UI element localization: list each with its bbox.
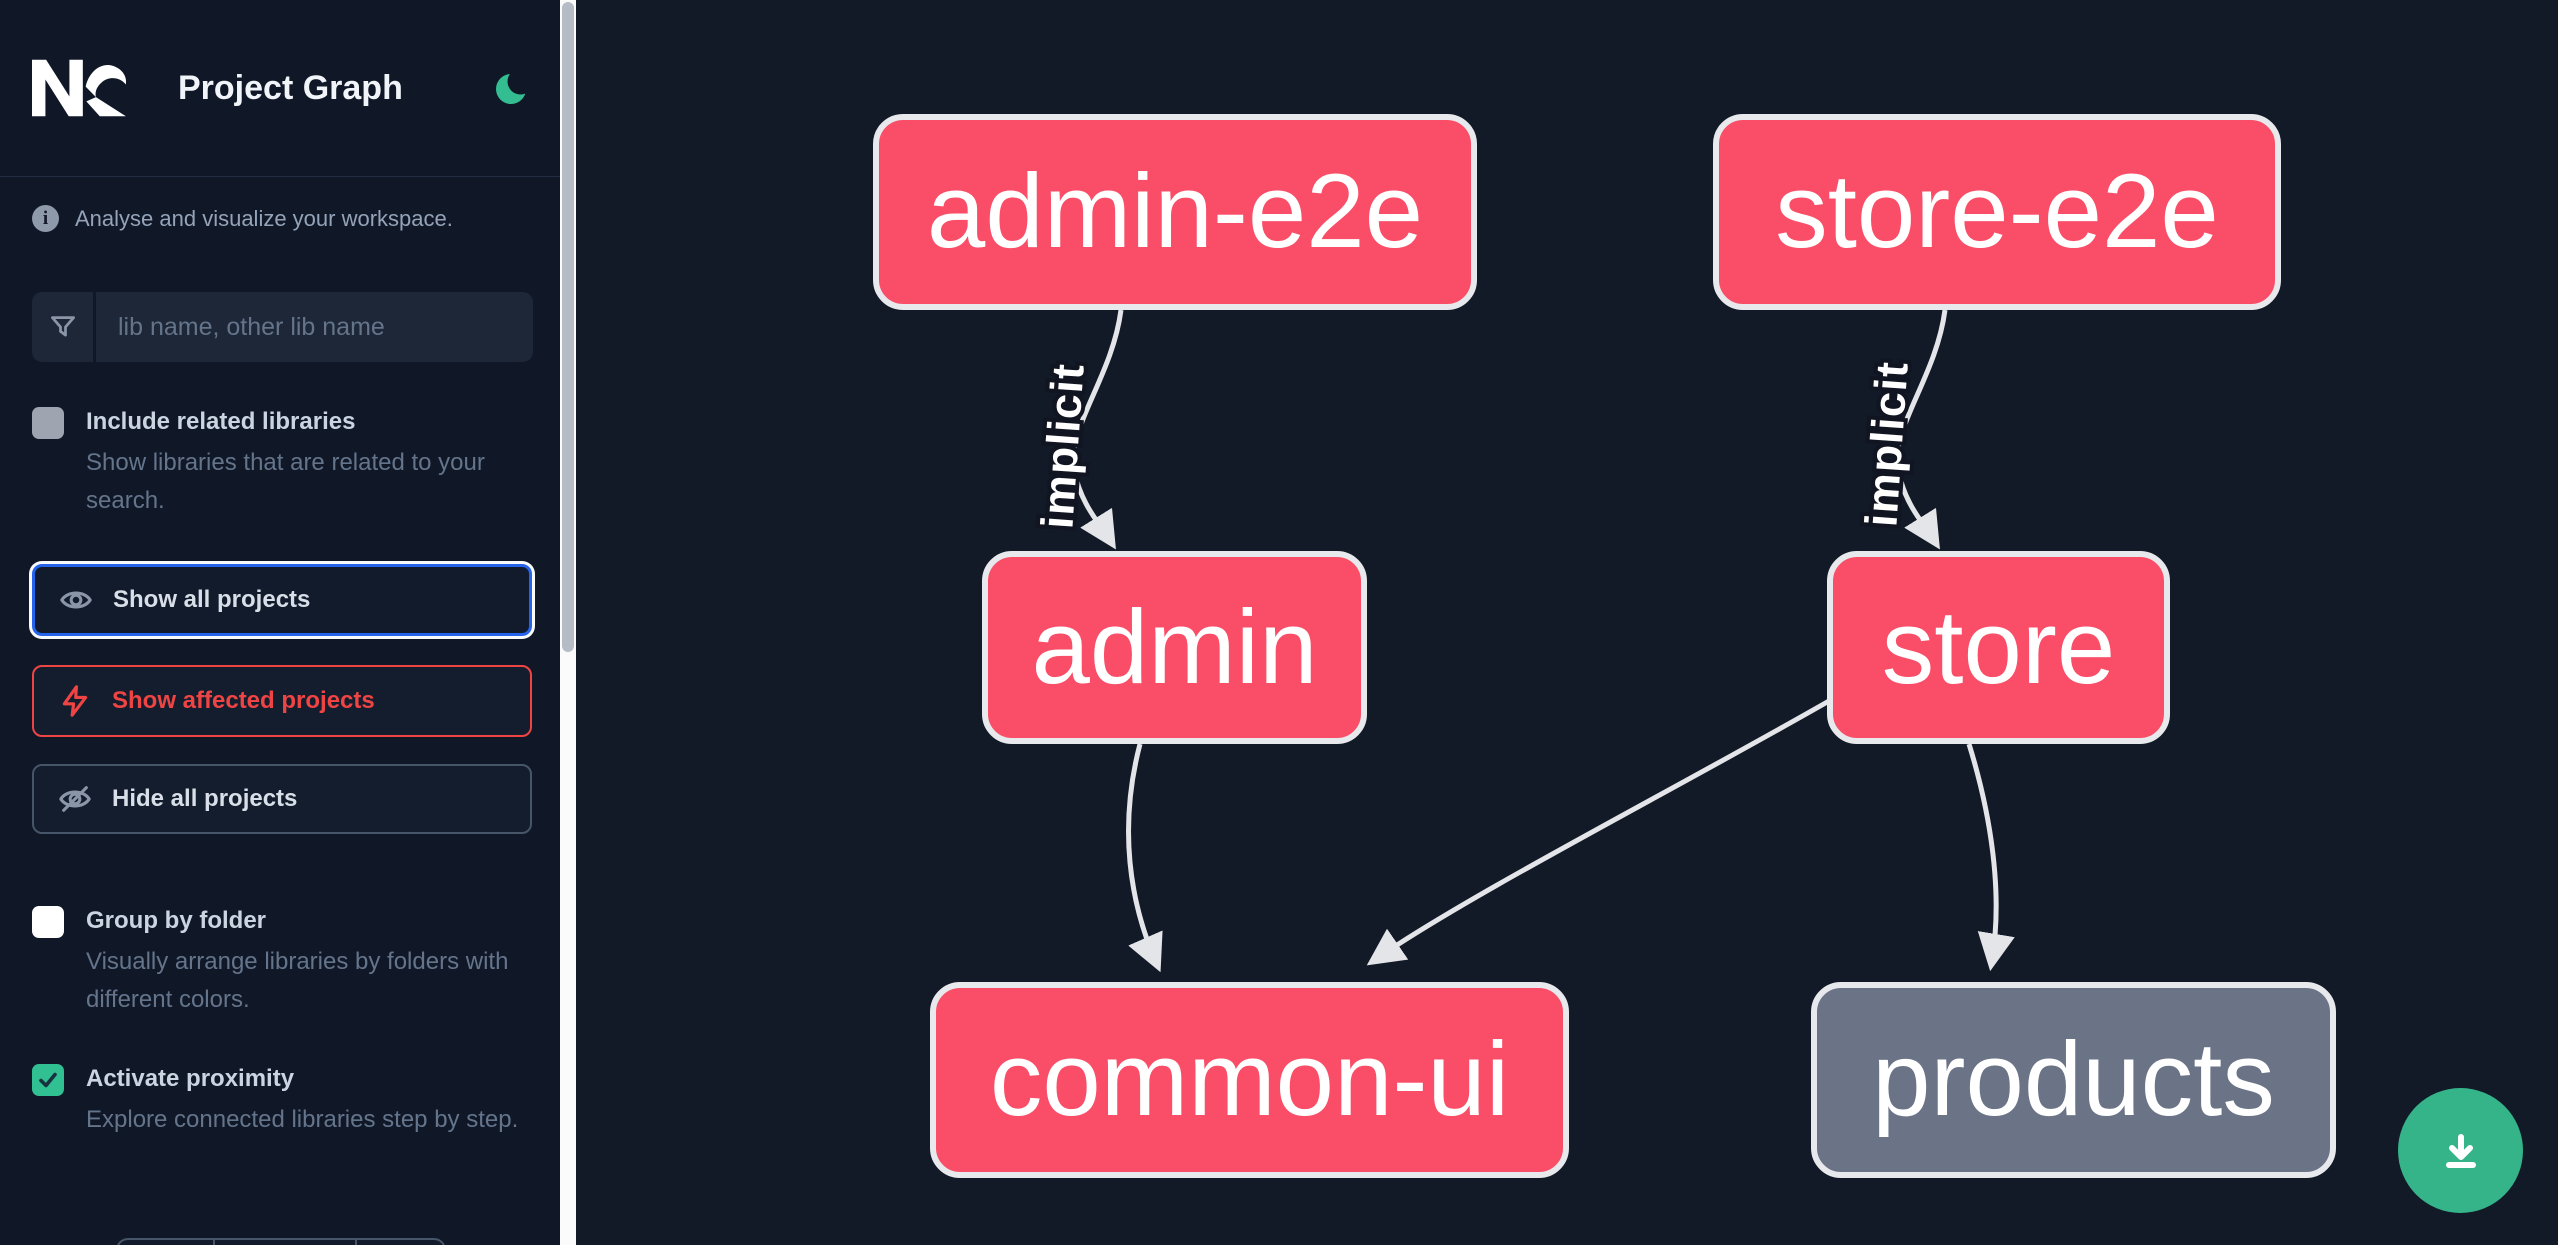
group-by-folder-checkbox[interactable] <box>32 906 64 938</box>
edge-store-to-common-ui <box>1366 698 1831 966</box>
option-group-by-folder: Group by folder Visually arrange librari… <box>0 904 560 1019</box>
download-icon <box>2445 1133 2476 1168</box>
graph-node-store[interactable]: store <box>1827 551 2170 744</box>
include-related-checkbox[interactable] <box>32 407 64 439</box>
option-label: Include related libraries <box>86 408 356 435</box>
segment[interactable] <box>118 1240 215 1245</box>
page-title: Project Graph <box>178 68 403 107</box>
graph-node-admin-e2e[interactable]: admin-e2e <box>873 114 1477 310</box>
node-label: admin-e2e <box>926 153 1424 270</box>
eye-off-icon <box>59 786 91 812</box>
tagline-text: Analyse and visualize your workspace. <box>75 206 453 231</box>
theme-toggle-button[interactable] <box>492 68 532 108</box>
project-actions: Show all projects Show affected projects… <box>0 564 560 834</box>
node-label: store <box>1881 588 2116 706</box>
show-all-projects-button[interactable]: Show all projects <box>32 564 532 636</box>
show-affected-projects-button[interactable]: Show affected projects <box>32 665 532 737</box>
checkmark-icon <box>39 1072 57 1088</box>
activate-proximity-checkbox[interactable] <box>32 1064 64 1096</box>
button-label: Show all projects <box>113 586 311 613</box>
info-icon: i <box>32 205 59 232</box>
hide-all-projects-button[interactable]: Hide all projects <box>32 764 532 834</box>
proximity-depth-selector-partial[interactable] <box>116 1238 446 1245</box>
nx-logo <box>32 59 127 117</box>
download-image-button[interactable] <box>2398 1088 2523 1213</box>
button-label: Show affected projects <box>112 687 375 714</box>
graph-node-store-e2e[interactable]: store-e2e <box>1713 114 2281 310</box>
bolt-icon <box>62 685 88 717</box>
workspace-tagline: i Analyse and visualize your workspace. <box>32 204 532 234</box>
moon-icon <box>496 70 530 104</box>
option-description: Visually arrange libraries by folders wi… <box>86 948 509 1013</box>
sidebar: Project Graph i Analyse and visualize yo… <box>0 0 560 1245</box>
scrollbar-thumb[interactable] <box>562 2 574 652</box>
edge-admin-e2e-to-admin <box>1070 309 1124 550</box>
edge-store-e2e-to-store <box>1894 309 1948 550</box>
button-label: Hide all projects <box>112 785 298 812</box>
segment[interactable] <box>215 1240 357 1245</box>
option-description: Explore connected libraries step by step… <box>86 1106 519 1133</box>
option-include-related-libraries: Include related libraries Show libraries… <box>0 405 560 520</box>
graph-node-common-ui[interactable]: common-ui <box>930 982 1569 1178</box>
node-label: admin <box>1031 588 1318 706</box>
search-input[interactable] <box>96 292 533 362</box>
option-description: Show libraries that are related to your … <box>86 449 485 514</box>
eye-icon <box>60 591 92 609</box>
graph-node-products[interactable]: products <box>1811 982 2336 1178</box>
segment[interactable] <box>357 1240 444 1245</box>
edge-store-to-products <box>1966 743 2015 972</box>
node-label: store-e2e <box>1775 153 2219 270</box>
option-activate-proximity: Activate proximity Explore connected lib… <box>0 1062 560 1139</box>
project-filter <box>32 292 533 362</box>
filter-funnel-icon <box>32 292 96 362</box>
edge-admin-to-common-ui <box>1126 743 1163 973</box>
sidebar-scrollbar[interactable] <box>560 0 576 1245</box>
graph-node-admin[interactable]: admin <box>982 551 1367 744</box>
sidebar-header: Project Graph <box>0 0 560 177</box>
node-label: common-ui <box>989 1021 1510 1138</box>
option-label: Activate proximity <box>86 1065 295 1092</box>
node-label: products <box>1872 1021 2275 1138</box>
option-label: Group by folder <box>86 907 266 934</box>
edge-label-implicit: implicit <box>1855 360 1917 529</box>
